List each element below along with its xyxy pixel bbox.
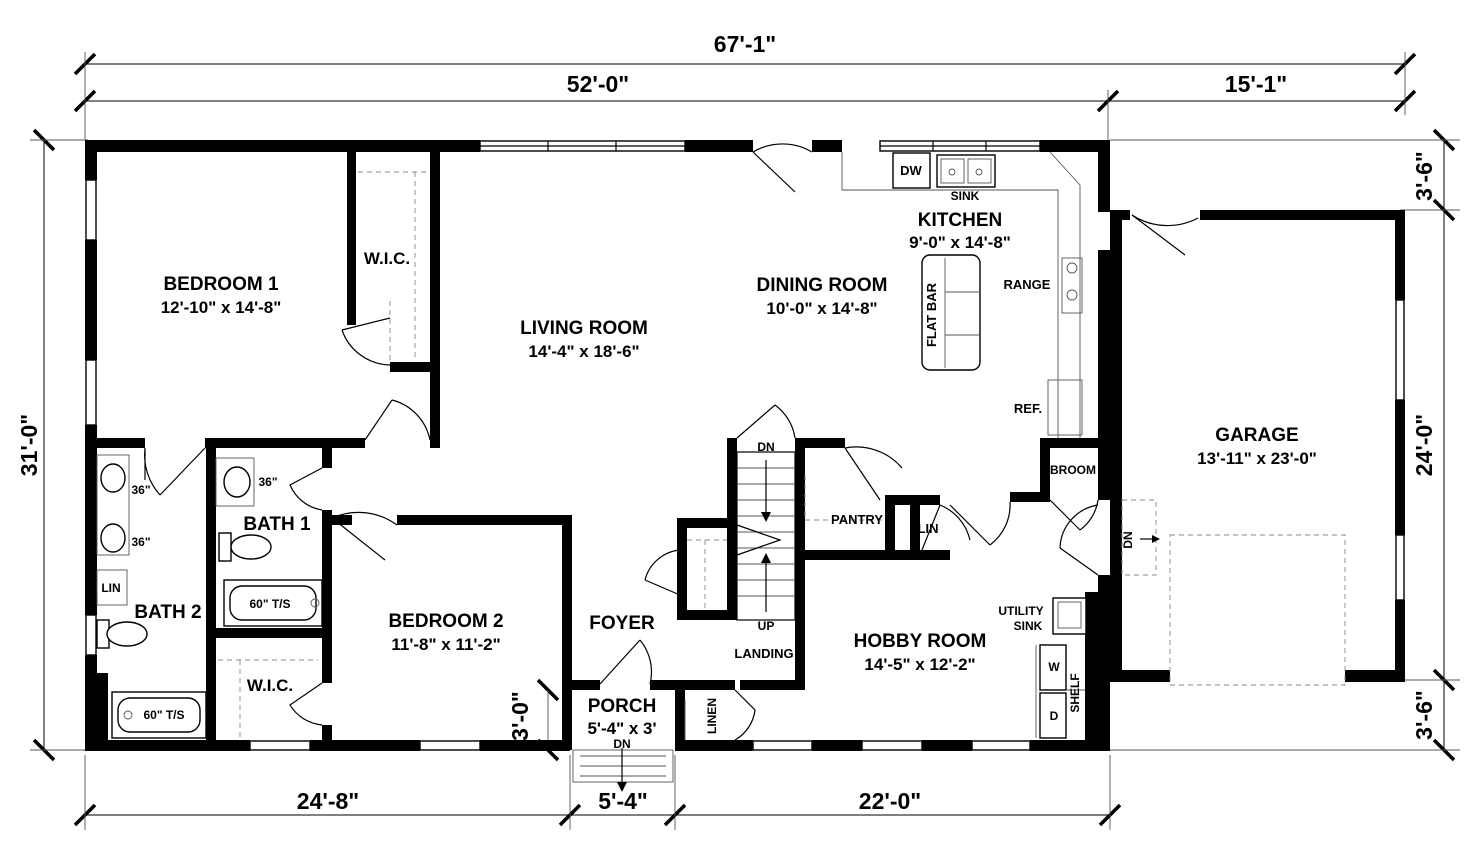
room-garage-name: GARAGE bbox=[1215, 425, 1298, 446]
label-wic-bottom: W.I.C. bbox=[247, 676, 293, 695]
dim-garage-width: 15'-1" bbox=[1225, 71, 1287, 97]
label-tub2: 60" T/S bbox=[143, 708, 184, 722]
dim-bottom-right: 22'-0" bbox=[859, 788, 921, 814]
label-tub1: 60" T/S bbox=[249, 597, 290, 611]
label-porch-dn: DN bbox=[613, 737, 630, 751]
fixture-labels: W.I.C. W.I.C. DW SINK RANGE REF. FLAT BA… bbox=[101, 163, 1135, 751]
label-linen: LINEN bbox=[705, 698, 719, 734]
room-dining-name: DINING ROOM bbox=[757, 275, 888, 296]
label-vanity2b: 36" bbox=[131, 535, 150, 549]
dim-garage-setback-bottom: 3'-6" bbox=[1411, 690, 1437, 740]
label-utility-sink-1: UTILITY bbox=[998, 604, 1043, 618]
room-hobby-size: 14'-5" x 12'-2" bbox=[864, 655, 975, 674]
dim-overall-width: 67'-1" bbox=[714, 31, 776, 57]
room-bath1-name: BATH 1 bbox=[243, 514, 311, 535]
room-foyer-name: FOYER bbox=[589, 613, 655, 634]
dim-house-width: 52'-0" bbox=[567, 71, 629, 97]
label-flat-bar: FLAT BAR bbox=[924, 282, 939, 347]
label-pantry: PANTRY bbox=[831, 512, 883, 527]
room-kitchen-name: KITCHEN bbox=[918, 210, 1002, 231]
room-porch-name: PORCH bbox=[588, 696, 657, 717]
dim-garage-depth: 24'-0" bbox=[1411, 414, 1437, 476]
room-garage-size: 13'-11" x 23'-0" bbox=[1197, 449, 1317, 468]
dim-porch-depth: 3'-0" bbox=[507, 691, 533, 741]
room-bedroom1-name: BEDROOM 1 bbox=[163, 274, 279, 295]
label-stair-up: UP bbox=[758, 619, 775, 633]
label-lin-hall: LIN bbox=[918, 521, 939, 536]
dim-porch-width: 5'-4" bbox=[598, 788, 648, 814]
room-living-size: 14'-4" x 18'-6" bbox=[528, 342, 639, 361]
label-landing: LANDING bbox=[734, 646, 793, 661]
label-sink: SINK bbox=[951, 189, 980, 203]
room-bedroom1-size: 12'-10" x 14'-8" bbox=[161, 298, 282, 317]
room-living-name: LIVING ROOM bbox=[520, 318, 648, 339]
room-labels: BEDROOM 1 12'-10" x 14'-8" LIVING ROOM 1… bbox=[134, 210, 1316, 738]
room-porch-size: 5'-4" x 3' bbox=[587, 719, 656, 738]
label-dw: DW bbox=[900, 163, 922, 178]
label-lin-bath2: LIN bbox=[101, 581, 120, 595]
fixtures bbox=[96, 151, 1346, 792]
windows bbox=[85, 140, 1405, 751]
walls bbox=[85, 140, 1405, 751]
dim-overall-depth: 31'-0" bbox=[16, 414, 42, 476]
label-dryer: D bbox=[1050, 709, 1059, 723]
label-vanity1: 36" bbox=[258, 475, 277, 489]
label-broom: BROOM bbox=[1050, 463, 1096, 477]
label-shelf: SHELF bbox=[1068, 673, 1082, 712]
room-kitchen-size: 9'-0" x 14'-8" bbox=[909, 233, 1011, 252]
label-utility-sink-2: SINK bbox=[1014, 619, 1043, 633]
label-ref: REF. bbox=[1014, 401, 1042, 416]
label-wic-top: W.I.C. bbox=[364, 249, 410, 268]
dim-bottom-left: 24'-8" bbox=[297, 788, 359, 814]
room-bedroom2-size: 11'-8" x 11'-2" bbox=[391, 635, 500, 654]
room-dining-size: 10'-0" x 14'-8" bbox=[766, 299, 877, 318]
dimension-lines bbox=[30, 52, 1460, 830]
room-bedroom2-name: BEDROOM 2 bbox=[388, 611, 503, 632]
label-vanity2a: 36" bbox=[131, 483, 150, 497]
room-bath2-name: BATH 2 bbox=[134, 602, 201, 623]
room-hobby-name: HOBBY ROOM bbox=[854, 631, 987, 652]
doors bbox=[144, 143, 1199, 741]
label-range: RANGE bbox=[1004, 277, 1051, 292]
dim-garage-setback-top: 3'-6" bbox=[1411, 151, 1437, 201]
label-stair-dn: DN bbox=[757, 440, 774, 454]
dimension-labels: 67'-1" 52'-0" 15'-1" 31'-0" 3'-6" 24'-0"… bbox=[16, 31, 1437, 814]
label-garage-dn: DN bbox=[1121, 531, 1135, 548]
label-washer: W bbox=[1048, 660, 1060, 674]
